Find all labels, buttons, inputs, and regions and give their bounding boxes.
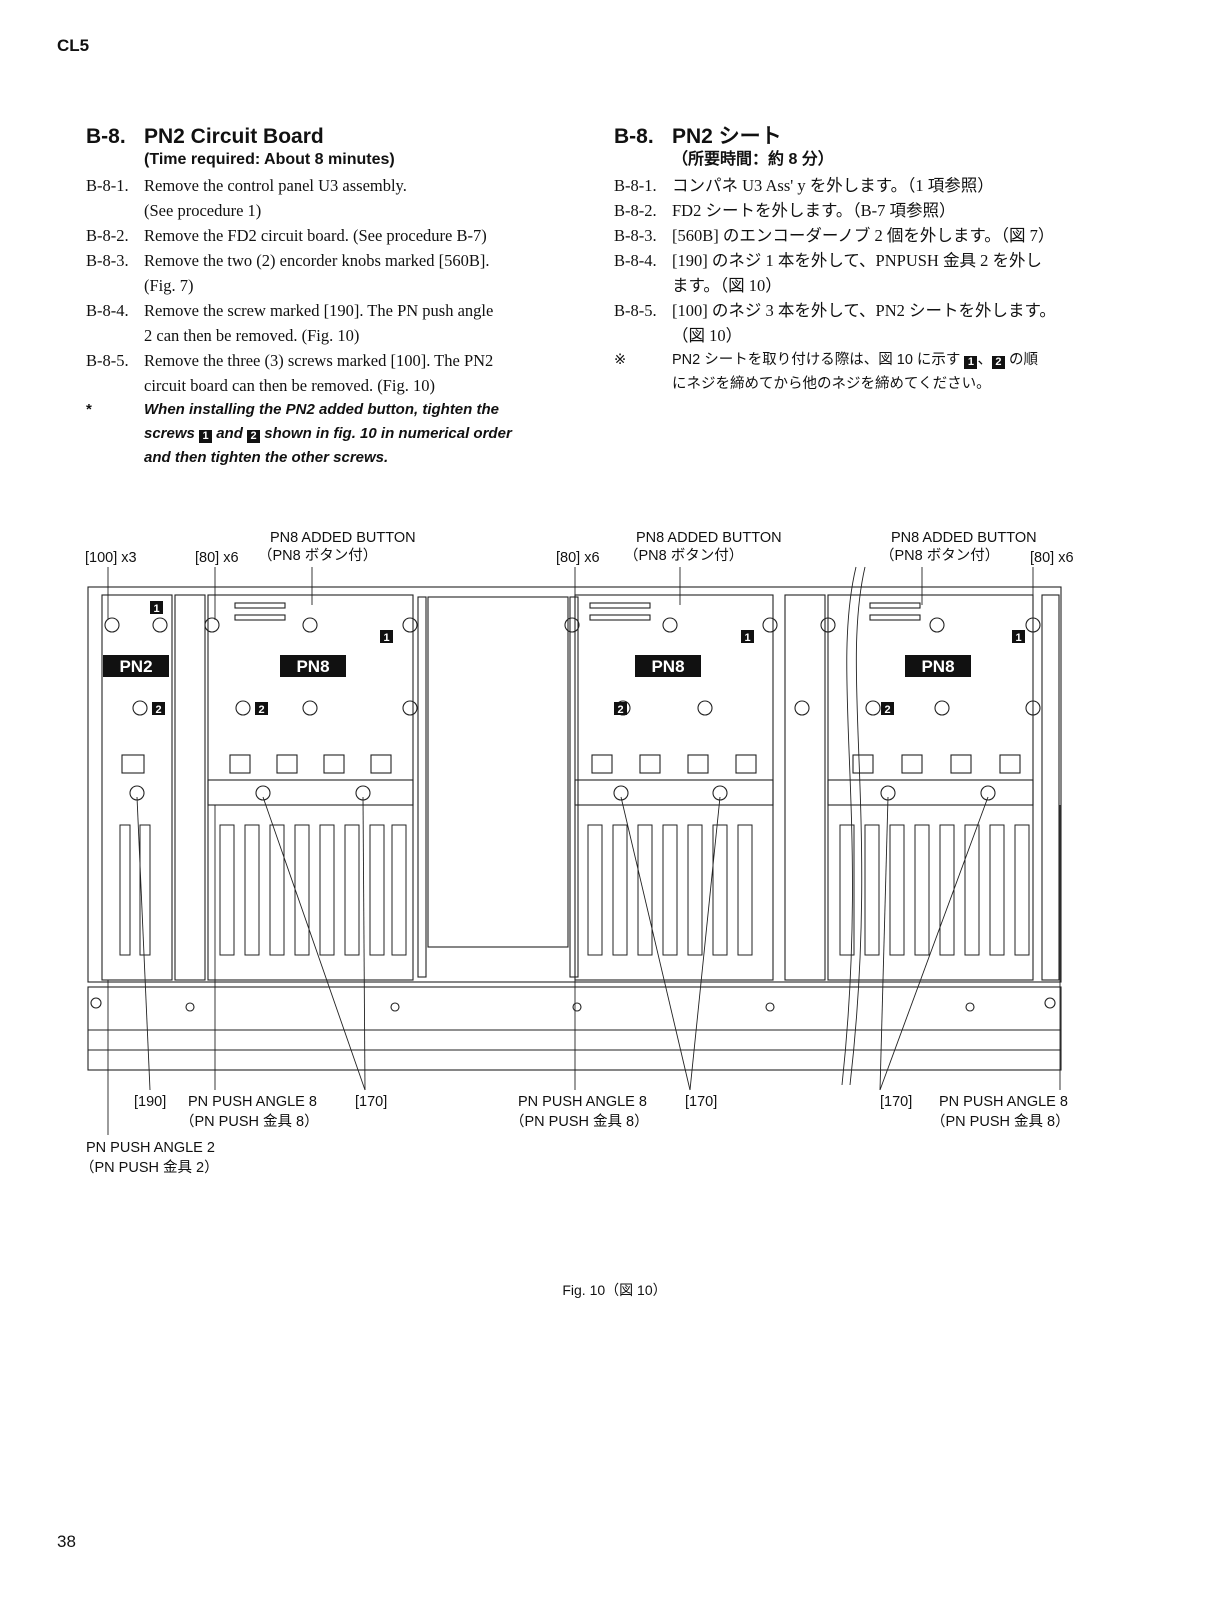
svg-text:1: 1 (153, 603, 159, 615)
section-number: B-8. (86, 125, 126, 148)
section-title-text: PN2 Circuit Board (144, 125, 324, 148)
label-pn-push-8-c-jp: （PN PUSH 金具 8） (931, 1114, 1070, 1130)
step-2-jp: B-8-2.FD2 シートを外します。（B-7 項参照） (614, 201, 956, 220)
japanese-column: B-8.PN2 シート （所要時間：約 8 分） B-8-1.コンパネ U3 A… (614, 124, 1094, 396)
svg-text:2: 2 (155, 704, 161, 716)
english-column: B-8. PN2 Circuit Board (Time required: Ab… (86, 124, 564, 470)
callout-marks: 1 1 1 1 2 2 2 2 (150, 601, 1025, 716)
label-screw-80-a: [80] x6 (195, 550, 239, 566)
step-1: B-8-1.Remove the control panel U3 assemb… (86, 176, 407, 220)
pn8-board-1 (207, 594, 414, 806)
svg-text:1: 1 (744, 632, 750, 644)
label-pn-push-8-a-jp: （PN PUSH 金具 8） (180, 1114, 319, 1130)
label-screw-80-b: [80] x6 (556, 550, 600, 566)
chassis-outline (87, 586, 1062, 983)
install-note: * When installing the PN2 added button, … (86, 401, 512, 466)
pn8-tag-1-text: PN8 (296, 657, 329, 676)
label-screw-80-c: [80] x6 (1030, 550, 1074, 566)
pn8-board-3 (827, 594, 1034, 806)
svg-text:1: 1 (383, 632, 389, 644)
exploded-view-drawing: PN2 PN8 PN8 PN8 1 1 1 1 2 2 2 2 (87, 566, 1062, 1135)
label-pn-push-8-b: PN PUSH ANGLE 8 (518, 1094, 647, 1110)
label-pn-push-2: PN PUSH ANGLE 2 (86, 1140, 215, 1156)
pn8-tag-3 (905, 655, 971, 677)
figure-caption: Fig. 10（図 10） (562, 1282, 667, 1298)
label-pn-push-8-c: PN PUSH ANGLE 8 (939, 1094, 1068, 1110)
step-5-jp: B-8-5.[100] のネジ 3 本を外して、PN2 シートを外します。（図 … (614, 301, 1056, 345)
step-5: B-8-5.Remove the three (3) screws marked… (86, 351, 494, 395)
label-pn8-added-3-jp: （PN8 ボタン付） (880, 548, 1000, 564)
pn8-tag-1 (280, 655, 346, 677)
section-title-jp: B-8.PN2 シート (614, 125, 782, 148)
pn8-board-2 (574, 594, 774, 806)
label-screw-170-b: [170] (685, 1094, 718, 1110)
label-pn8-added-1: PN8 ADDED BUTTON (270, 530, 416, 546)
step-2: B-8-2.Remove the FD2 circuit board. (See… (86, 226, 487, 245)
time-required: (Time required: About 8 minutes) (144, 151, 395, 168)
label-pn-push-8-b-jp: （PN PUSH 金具 8） (510, 1114, 649, 1130)
pn2-board-area (101, 594, 173, 981)
step-3: B-8-3.Remove the two (2) encorder knobs … (86, 251, 490, 295)
label-pn-push-8-a: PN PUSH ANGLE 8 (188, 1094, 317, 1110)
label-screw-170-a: [170] (355, 1094, 388, 1110)
label-screw-100: [100] x3 (85, 550, 137, 566)
center-board (427, 596, 569, 948)
step-3-jp: B-8-3.[560B] のエンコーダーノブ 2 個を外します。（図 7） (614, 226, 1055, 245)
time-required-jp: （所要時間：約 8 分） (672, 151, 834, 168)
label-screw-190: [190] (134, 1094, 167, 1110)
step-4-jp: B-8-4.[190] のネジ 1 本を外して、PNPUSH 金具 2 を外しま… (614, 251, 1042, 295)
svg-text:2: 2 (884, 704, 890, 716)
pn8-tag-3-text: PN8 (921, 657, 954, 676)
model-header: CL5 (57, 36, 90, 55)
svg-text:2: 2 (617, 704, 623, 716)
pn8-tag-2-text: PN8 (651, 657, 684, 676)
label-pn-push-2-jp: （PN PUSH 金具 2） (80, 1160, 219, 1176)
step-4: B-8-4.Remove the screw marked [190]. The… (86, 301, 494, 345)
label-pn8-added-3: PN8 ADDED BUTTON (891, 530, 1037, 546)
label-pn8-added-2-jp: （PN8 ボタン付） (624, 548, 744, 564)
section-title: B-8. PN2 Circuit Board (86, 124, 564, 150)
pn2-tag-text: PN2 (119, 657, 152, 676)
page-number: 38 (57, 1532, 76, 1551)
install-note-jp: ※ PN2 シートを取り付ける際は、図 10 に示す 1、2 の順にネジを締めて… (614, 352, 1038, 392)
svg-text:1: 1 (1015, 632, 1021, 644)
label-pn8-added-2: PN8 ADDED BUTTON (636, 530, 782, 546)
svg-text:2: 2 (258, 704, 264, 716)
callout-box-1: 1 (199, 430, 213, 443)
board-tags: PN2 PN8 PN8 PN8 (103, 655, 971, 677)
pn2-tag (103, 655, 169, 677)
label-pn8-added-1-jp: （PN8 ボタン付） (258, 548, 378, 564)
label-screw-170-c: [170] (880, 1094, 913, 1110)
pn8-tag-2 (635, 655, 701, 677)
step-1-jp: B-8-1.コンパネ U3 Ass' y を外します。（1 項参照） (614, 176, 994, 195)
callout-box-2: 2 (247, 430, 261, 443)
figure-10: [100] x3 [80] x6 PN8 ADDED BUTTON （PN8 ボ… (80, 525, 1100, 1195)
